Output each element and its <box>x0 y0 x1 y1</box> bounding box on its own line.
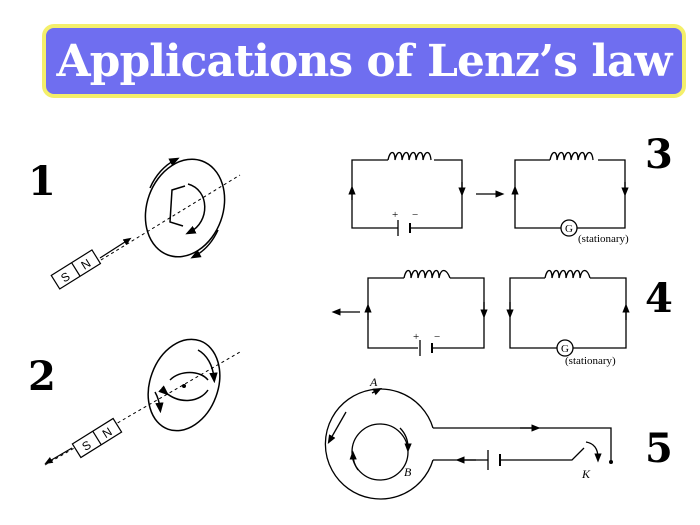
panel-2-inner-loop-bottom <box>158 385 209 402</box>
panel-3-left-circuit <box>351 159 463 229</box>
panel-2: 2 S N <box>28 338 241 466</box>
panel-4-right-circuit <box>509 277 627 349</box>
panel-1-number: 1 <box>28 158 56 205</box>
panel-4-meter-note: (stationary) <box>565 355 616 367</box>
title-banner: Applications of Lenz’s law <box>42 24 686 98</box>
panel-5-inner-coil <box>351 423 409 481</box>
panel-1-coil <box>144 158 226 258</box>
panel-5-top-wire <box>433 427 612 462</box>
panel-5-key-contact <box>609 460 613 464</box>
panel-1-inner-loop-left <box>169 185 186 227</box>
panel-1: 1 S N <box>28 157 241 290</box>
panel-2-coil-arrow-left <box>154 391 164 414</box>
panel-4-number: 4 <box>645 275 673 322</box>
panel-1-coil-arrow-top <box>149 157 180 189</box>
panel-1-axis <box>59 174 241 286</box>
panel-5-inner-arrow-left <box>349 450 359 471</box>
panel-1-motion-arrow <box>99 237 132 259</box>
panel-4-meter-label: G <box>561 343 569 355</box>
panel-2-number: 2 <box>28 353 56 400</box>
panel-3-left-coil <box>387 151 432 161</box>
panel-3-number: 3 <box>645 131 673 178</box>
panel-3-battery-minus: − <box>412 209 418 221</box>
panel-2-coil-arrow-top <box>197 349 218 384</box>
page-title: Applications of Lenz’s law <box>56 35 673 87</box>
panel-5-inner-arrow-right <box>399 427 412 453</box>
panel-3-meter-label: G <box>565 223 573 235</box>
panel-2-center-dot <box>182 384 186 388</box>
panel-4-right-coil <box>544 269 591 279</box>
panel-2-motion-arrow <box>44 447 73 465</box>
panel-4-battery-plus: + <box>413 331 419 343</box>
panel-2-inner-loop-top <box>169 371 209 381</box>
panel-3-galvanometer <box>560 219 578 237</box>
panel-4-galvanometer <box>556 339 574 357</box>
panel-3-meter-note: (stationary) <box>578 233 629 245</box>
panel-4: 4 + − G (stationary) <box>331 269 673 367</box>
panel-3-right-circuit <box>514 159 626 229</box>
panel-1-magnet: S N <box>50 249 102 290</box>
panel-5: 5 A B K <box>324 375 673 500</box>
panel-5-label-b: B <box>404 465 412 479</box>
panel-1-inner-loop-right <box>185 183 206 235</box>
panel-3-right-coil <box>549 151 594 161</box>
panel-5-outer-arrow-top <box>371 387 383 396</box>
panel-1-coil-arrow-bottom <box>190 229 219 259</box>
panel-4-battery-minus: − <box>434 331 440 343</box>
panel-5-label-a: A <box>369 375 378 389</box>
panel-5-key-arrow <box>585 441 602 463</box>
panel-5-outer-arrow-left <box>327 411 347 444</box>
panel-4-left-coil <box>403 269 451 279</box>
panel-4-left-circuit <box>367 277 485 349</box>
panel-2-magnet: S N <box>71 417 123 459</box>
panel-3-battery-plus: + <box>392 209 398 221</box>
panel-5-outer-coil <box>324 388 434 500</box>
panel-5-bottom-wire <box>433 447 585 461</box>
panel-5-label-k: K <box>581 467 591 481</box>
panel-3: 3 + − G (stationary) <box>348 131 673 245</box>
panel-5-number: 5 <box>645 425 673 472</box>
panel-2-coil <box>147 338 221 432</box>
